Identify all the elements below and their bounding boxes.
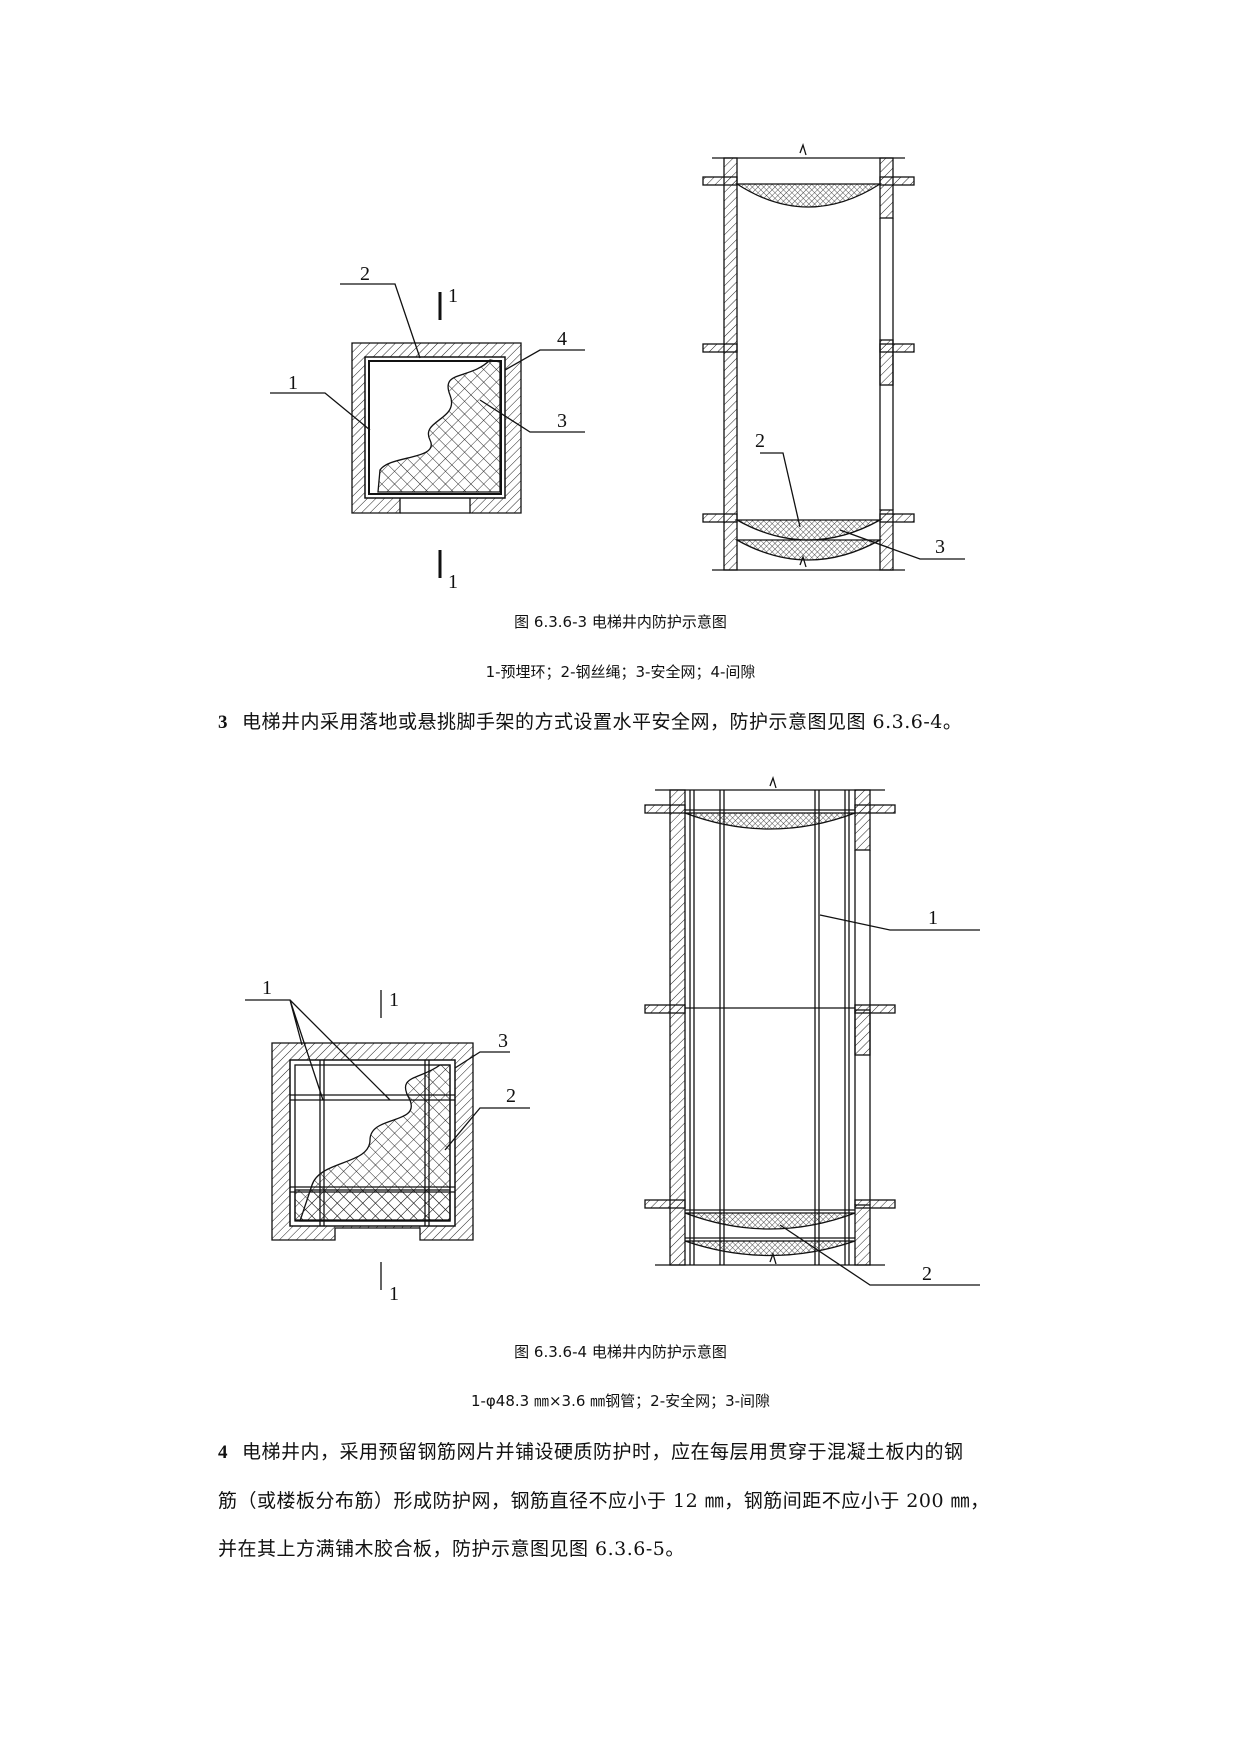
- fig2-elevation: [644, 775, 980, 1286]
- fig1-elev-label-3: 3: [935, 536, 945, 558]
- fig1-plan-label-2: 2: [360, 263, 370, 285]
- figure2-legend: 1-φ48.3 ㎜×3.6 ㎜钢管；2-安全网；3-间隙: [470, 1392, 771, 1410]
- figure1-caption: 图 6.3.6-3 电梯井内防护示意图: [514, 613, 727, 631]
- paragraph-4-number: 4: [218, 1442, 228, 1463]
- fig2-plan-label-3: 3: [498, 1030, 508, 1052]
- fig1-plan-label-1: 1: [288, 372, 298, 394]
- fig2-plan: [245, 990, 530, 1290]
- fig2-plan-label-2: 2: [506, 1085, 516, 1107]
- paragraph-4: 4 电梯井内，采用预留钢筋网片并铺设硬质防护时，应在每层用贯穿于混凝土板内的钢 筋…: [218, 1428, 1078, 1573]
- paragraph-4-line: 筋（或楼板分布筋）形成防护网，钢筋直径不应小于 12 ㎜，钢筋间距不应小于 20…: [218, 1490, 990, 1512]
- fig2-section-mark-top: 1: [389, 989, 399, 1011]
- fig1-elev-label-2: 2: [755, 430, 765, 452]
- fig1-plan-label-3: 3: [557, 410, 567, 432]
- fig1-plan-label-4: 4: [557, 328, 567, 350]
- fig1-section-mark-bottom: 1: [448, 571, 458, 593]
- fig2-section-mark-bottom: 1: [389, 1283, 399, 1305]
- fig2-plan-label-1: 1: [262, 977, 272, 999]
- fig1-elevation: [702, 142, 965, 571]
- figure1-legend: 1-预埋环；2-钢丝绳；3-安全网；4-间隙: [485, 663, 756, 681]
- paragraph-3: 3 电梯井内采用落地或悬挑脚手架的方式设置水平安全网，防护示意图见图 6.3.6-…: [218, 698, 1078, 747]
- fig1-section-mark-top: 1: [448, 285, 458, 307]
- fig2-elev-label-2: 2: [922, 1263, 932, 1285]
- paragraph-3-text: 电梯井内采用落地或悬挑脚手架的方式设置水平安全网，防护示意图见图 6.3.6-4…: [242, 711, 963, 733]
- fig1-plan: [270, 283, 585, 578]
- figure2-caption: 图 6.3.6-4 电梯井内防护示意图: [514, 1343, 727, 1361]
- paragraph-3-number: 3: [218, 712, 228, 733]
- paragraph-4-line: 电梯井内，采用预留钢筋网片并铺设硬质防护时，应在每层用贯穿于混凝土板内的钢: [242, 1441, 964, 1463]
- fig2-elev-label-1: 1: [928, 907, 938, 929]
- paragraph-4-line: 并在其上方满铺木胶合板，防护示意图见图 6.3.6-5。: [218, 1538, 685, 1560]
